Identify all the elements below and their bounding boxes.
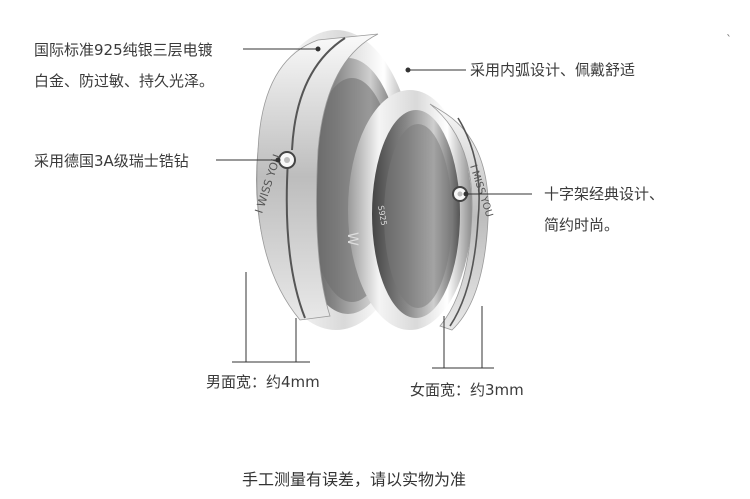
women-ring-groove xyxy=(449,117,480,327)
inner-hallmark: S925 xyxy=(376,205,388,227)
plating-annotation-line2: 白金、防过敏、持久光泽。 xyxy=(34,72,215,90)
measurement-disclaimer: 手工测量有误差，请以实物为准 xyxy=(242,470,467,489)
plating-annotation-line1: 国际标准925纯银三层电镀 xyxy=(34,41,213,59)
women-width-label: 女面宽：约3mm xyxy=(410,381,524,399)
men-width-label: 男面宽：约4mm xyxy=(206,373,320,391)
inner-initial: W xyxy=(344,232,360,246)
inner-arc-annotation: 采用内弧设计、佩戴舒适 xyxy=(470,61,636,79)
women-ring xyxy=(348,90,489,331)
men-ring-face xyxy=(256,33,379,321)
cross-annotation-line1: 十字架经典设计、 xyxy=(544,185,665,203)
cross-annotation-line2: 简约时尚。 xyxy=(544,216,620,234)
leader-lines xyxy=(216,46,532,369)
svg-text:`: ` xyxy=(726,33,732,47)
diamond-annotation: 采用德国3A级瑞士锆钻 xyxy=(34,152,189,170)
women-ring-face xyxy=(429,103,489,331)
men-ring-groove xyxy=(291,37,346,151)
